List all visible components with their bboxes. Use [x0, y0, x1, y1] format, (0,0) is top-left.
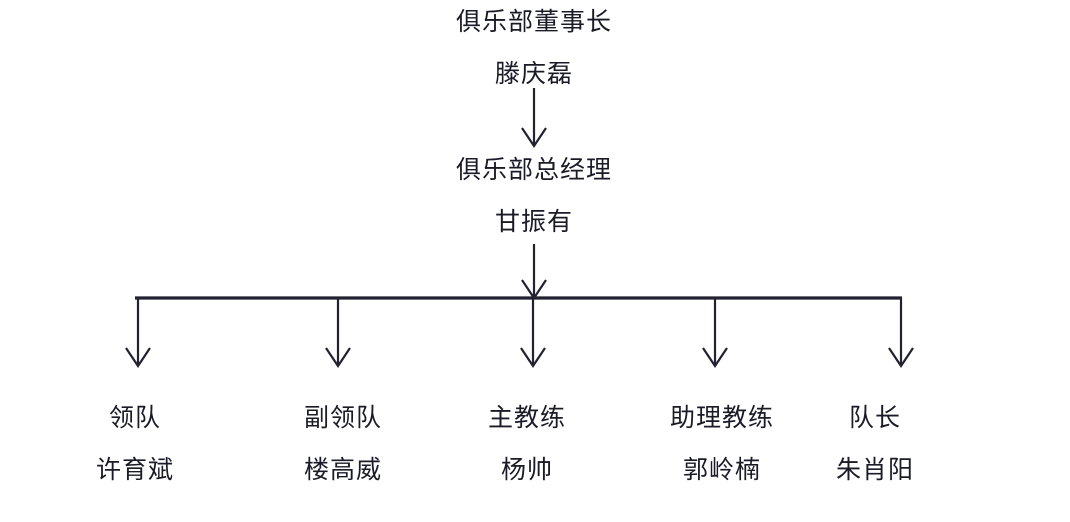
node-team-leader-name: 许育斌: [95, 457, 175, 485]
node-deputy-team-leader-title: 副领队: [303, 405, 383, 432]
branch-arrowhead-head-coach: [520, 347, 546, 368]
node-general-manager-name: 甘振有: [494, 209, 574, 237]
node-head-coach-title: 主教练: [487, 405, 567, 432]
branch-arrowhead-assistant-coach: [702, 347, 728, 368]
node-chairman-title: 俱乐部董事长: [455, 9, 613, 36]
node-deputy-team-leader: 副领队 楼高威: [303, 405, 383, 485]
node-team-leader: 领队 许育斌: [95, 405, 175, 485]
node-chairman: 俱乐部董事长 滕庆磊: [455, 9, 613, 89]
node-chairman-name: 滕庆磊: [494, 61, 574, 89]
branch-arrowhead-deputy-team-leader: [325, 347, 351, 368]
branch-arrowhead-team-leader: [125, 347, 151, 368]
branch-arrowhead-captain: [888, 347, 914, 368]
node-general-manager-title: 俱乐部总经理: [455, 157, 613, 184]
node-head-coach: 主教练 杨帅: [487, 405, 567, 485]
node-assistant-coach: 助理教练 郭岭楠: [669, 405, 775, 485]
manager-to-trunk-arrowhead: [521, 279, 547, 300]
node-deputy-team-leader-name: 楼高威: [303, 457, 383, 485]
node-head-coach-name: 杨帅: [500, 457, 554, 485]
node-captain: 队长 朱肖阳: [835, 405, 915, 485]
node-assistant-coach-name: 郭岭楠: [682, 457, 762, 485]
node-captain-title: 队长: [848, 405, 902, 432]
node-assistant-coach-title: 助理教练: [669, 405, 775, 432]
node-general-manager: 俱乐部总经理 甘振有: [455, 157, 613, 237]
node-team-leader-title: 领队: [108, 405, 162, 432]
node-captain-name: 朱肖阳: [835, 457, 915, 485]
chairman-to-manager-arrowhead: [521, 127, 547, 148]
